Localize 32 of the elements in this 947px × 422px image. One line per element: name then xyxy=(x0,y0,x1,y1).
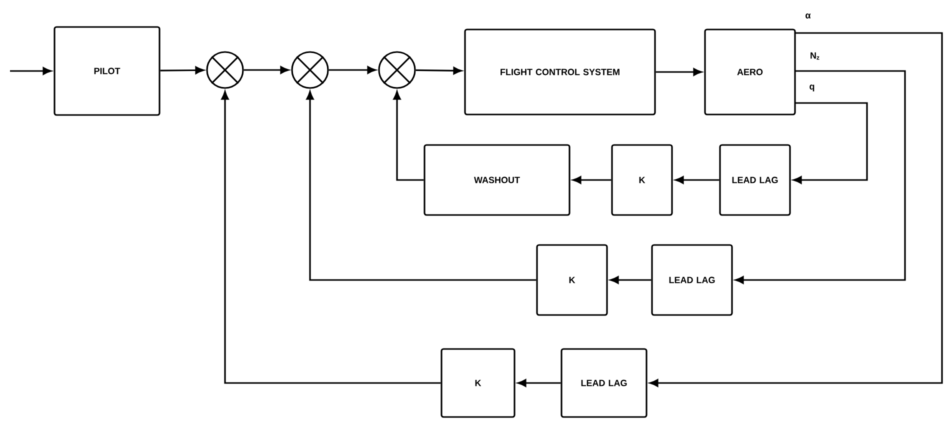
arrow xyxy=(572,176,612,184)
arrow xyxy=(518,379,561,387)
arrow xyxy=(610,276,652,284)
block-box: WASHOUT xyxy=(424,144,570,216)
arrow xyxy=(10,67,52,75)
block-box: LEAD LAG xyxy=(560,348,648,418)
arrow xyxy=(793,102,868,184)
block-box: AERO xyxy=(704,28,796,116)
signal-label: α xyxy=(804,12,812,20)
arrow xyxy=(244,66,289,74)
arrow xyxy=(735,70,906,284)
block-box: K xyxy=(440,348,516,418)
block-box: FLIGHT CONTROL SYSTEM xyxy=(464,28,656,116)
block-box: PILOT xyxy=(54,26,160,116)
arrow xyxy=(416,66,462,75)
signal-label: N$_{z}$ xyxy=(809,51,821,61)
block-box: LEAD LAG xyxy=(651,244,733,316)
block-box: LEAD LAG xyxy=(719,144,791,216)
arrow xyxy=(393,91,424,181)
block-box: K xyxy=(611,144,673,216)
summing-junction xyxy=(378,51,416,89)
arrow xyxy=(221,91,441,384)
arrow xyxy=(650,32,943,387)
arrow xyxy=(656,68,702,76)
arrow xyxy=(328,66,376,74)
arrow xyxy=(160,66,204,74)
signal-label: q xyxy=(808,84,816,92)
arrow xyxy=(306,91,536,281)
arrow xyxy=(675,176,720,184)
summing-junction xyxy=(291,51,329,89)
block-box: K xyxy=(536,244,608,316)
summing-junction xyxy=(206,51,244,89)
